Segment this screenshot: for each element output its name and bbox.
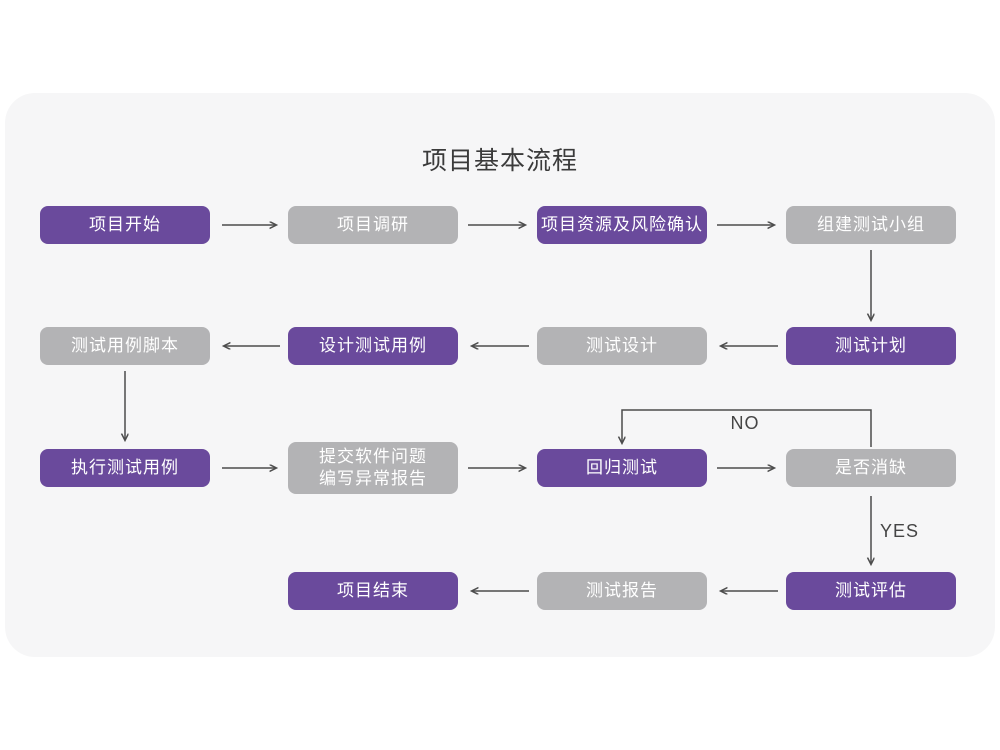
node-test-plan: 测试计划 (786, 327, 956, 365)
node-project-research: 项目调研 (288, 206, 458, 244)
node-execute-test-cases: 执行测试用例 (40, 449, 210, 487)
node-defect-cleared-decision: 是否消缺 (786, 449, 956, 487)
flowchart-card (5, 93, 995, 657)
page-title: 项目基本流程 (421, 147, 578, 175)
branch-label-yes: YES (880, 521, 920, 541)
branch-label-no: NO (730, 413, 760, 433)
node-test-design: 测试设计 (537, 327, 707, 365)
node-test-case-scripts: 测试用例脚本 (40, 327, 210, 365)
node-submit-issue-report: 提交软件问题 编写异常报告 (288, 442, 458, 494)
node-regression-test: 回归测试 (537, 449, 707, 487)
node-form-test-team: 组建测试小组 (786, 206, 956, 244)
node-project-resources-risk: 项目资源及风险确认 (537, 206, 707, 244)
node-test-report: 测试报告 (537, 572, 707, 610)
node-design-test-cases: 设计测试用例 (288, 327, 458, 365)
node-project-end: 项目结束 (288, 572, 458, 610)
node-test-evaluation: 测试评估 (786, 572, 956, 610)
node-project-start: 项目开始 (40, 206, 210, 244)
